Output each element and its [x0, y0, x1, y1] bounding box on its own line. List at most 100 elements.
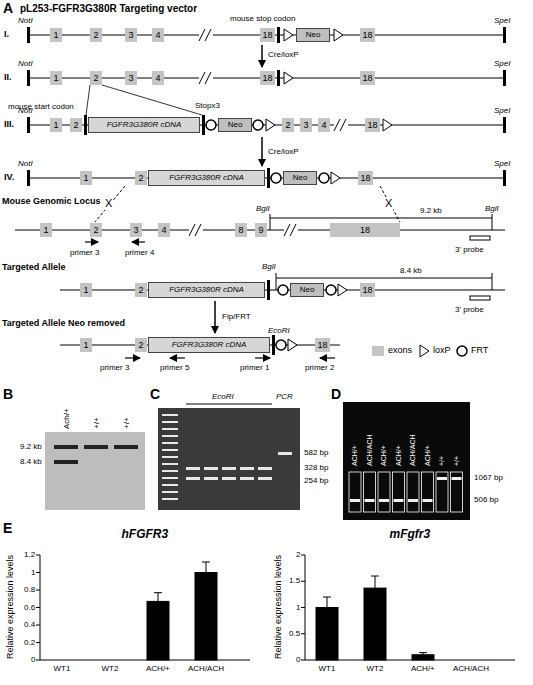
exon-box: 2	[135, 338, 147, 352]
pcr-gel	[162, 477, 178, 479]
codon-bar	[202, 115, 205, 135]
box-text: 4	[161, 226, 166, 235]
break-mark	[205, 72, 211, 84]
figure-label: primer 5	[160, 363, 189, 372]
box-text: Neo	[306, 31, 321, 39]
pcr-gel	[186, 467, 200, 470]
genotype-gel	[408, 499, 418, 502]
exon-box: 2	[135, 171, 147, 185]
bar-chart	[301, 660, 305, 661]
box-text: 1	[43, 226, 48, 235]
genotype-gel	[349, 472, 463, 512]
figure-label: 0.8	[24, 585, 35, 594]
neo-box: Neo	[290, 283, 324, 297]
bar-chart	[301, 607, 305, 608]
bar-chart	[301, 633, 305, 634]
primer-arrow	[320, 357, 335, 358]
exon-box: 18	[360, 28, 375, 42]
break-mark	[284, 223, 298, 237]
pcr-gel	[162, 414, 178, 416]
box-text: Neo	[228, 121, 243, 129]
pcr-gel	[162, 428, 178, 430]
southern-gel	[45, 432, 145, 510]
genotype-gel	[407, 472, 419, 512]
figure-label: mFgfr3	[390, 528, 431, 542]
genotype-gel	[350, 499, 360, 502]
genotype-gel	[343, 402, 470, 520]
genotype-gel	[343, 402, 470, 520]
southern-gel	[54, 460, 78, 464]
figure-label: primer 1	[240, 363, 269, 372]
exon-box: 18	[260, 28, 275, 42]
exon-box: 1	[50, 71, 62, 85]
bar-chart	[158, 593, 159, 611]
figure-label: primer 4	[125, 248, 154, 257]
pcr-gel	[162, 442, 178, 444]
primer-arrow	[85, 242, 335, 358]
figure-label: 9.2 kb	[420, 206, 442, 215]
figure-label: Stopx3	[195, 101, 220, 110]
figure-label: Targeted Allele Neo removed	[2, 318, 125, 328]
box-text: 1	[53, 31, 58, 40]
pcr-gel	[258, 477, 272, 480]
axis-label: ACH/ACH	[409, 434, 417, 466]
figure-label: C	[150, 386, 160, 402]
axis-label: ACH/+	[351, 445, 359, 466]
figure-label: IV.	[4, 172, 14, 182]
box-text: 2	[138, 174, 143, 183]
genotype-gel	[422, 472, 434, 512]
southern-gel	[45, 432, 145, 510]
neo-box: Neo	[296, 28, 330, 42]
primer-arrow	[132, 241, 145, 242]
figure-label: III.	[4, 119, 14, 129]
pcr-gel	[162, 463, 178, 465]
loxp-triangle	[334, 29, 343, 41]
figure-label: 1	[31, 568, 35, 577]
codon-bar	[277, 70, 280, 86]
box-text: FGFR3G380R cDNA	[169, 286, 244, 294]
pcr-gel	[222, 477, 236, 480]
southern-gel	[54, 445, 78, 449]
figure-label: Flp/FRT	[222, 312, 251, 321]
genotype-gel	[378, 472, 390, 512]
figure-label: Cre/loxP	[268, 50, 299, 59]
cdna-box: FGFR3G380R cDNA	[148, 337, 270, 353]
box-text: FGFR3G380R cDNA	[107, 121, 182, 129]
figure-label: primer 3	[100, 363, 129, 372]
exon-box: 18	[315, 338, 330, 352]
axis-label: +/+	[122, 417, 131, 429]
zoom-line	[102, 85, 202, 115]
figure-label: II.	[4, 72, 12, 82]
box-text: 18	[262, 74, 272, 83]
exon-box: 3	[130, 223, 142, 237]
cdna-box: FGFR3G380R cDNA	[148, 282, 265, 298]
box-text: Neo	[300, 286, 315, 294]
pcr-gel	[162, 491, 178, 493]
figure-label: 582 bp	[304, 448, 328, 457]
fragment-bracket	[276, 278, 492, 279]
step-arrow	[261, 45, 263, 67]
axis-label: Ach/+	[62, 408, 71, 429]
exon-box: 18	[330, 223, 400, 237]
figure-label: 1	[296, 603, 300, 612]
pcr-gel	[162, 449, 178, 451]
figure-label: EcoRI	[268, 326, 290, 335]
codon-bar	[84, 27, 280, 355]
pcr-gel	[158, 408, 300, 510]
box-text: 2	[93, 31, 98, 40]
break-mark	[189, 224, 195, 236]
figure-label: WT2	[102, 664, 119, 673]
primer-arrow	[85, 241, 98, 242]
box-text: 2	[93, 226, 98, 235]
loxp-triangle	[331, 172, 340, 184]
figure-label: 8.4 kb	[20, 457, 42, 466]
fragment-bracket	[270, 218, 492, 219]
figure-label: hFGFR3	[122, 528, 169, 542]
figure-label: X	[384, 197, 393, 210]
figure-label: SpeI	[494, 106, 510, 115]
loxp-triangle	[284, 29, 293, 41]
frt-circle	[278, 285, 288, 295]
exon-box: 2	[90, 71, 102, 85]
figure-label: 2	[296, 550, 300, 559]
legend-swatch	[372, 346, 384, 356]
